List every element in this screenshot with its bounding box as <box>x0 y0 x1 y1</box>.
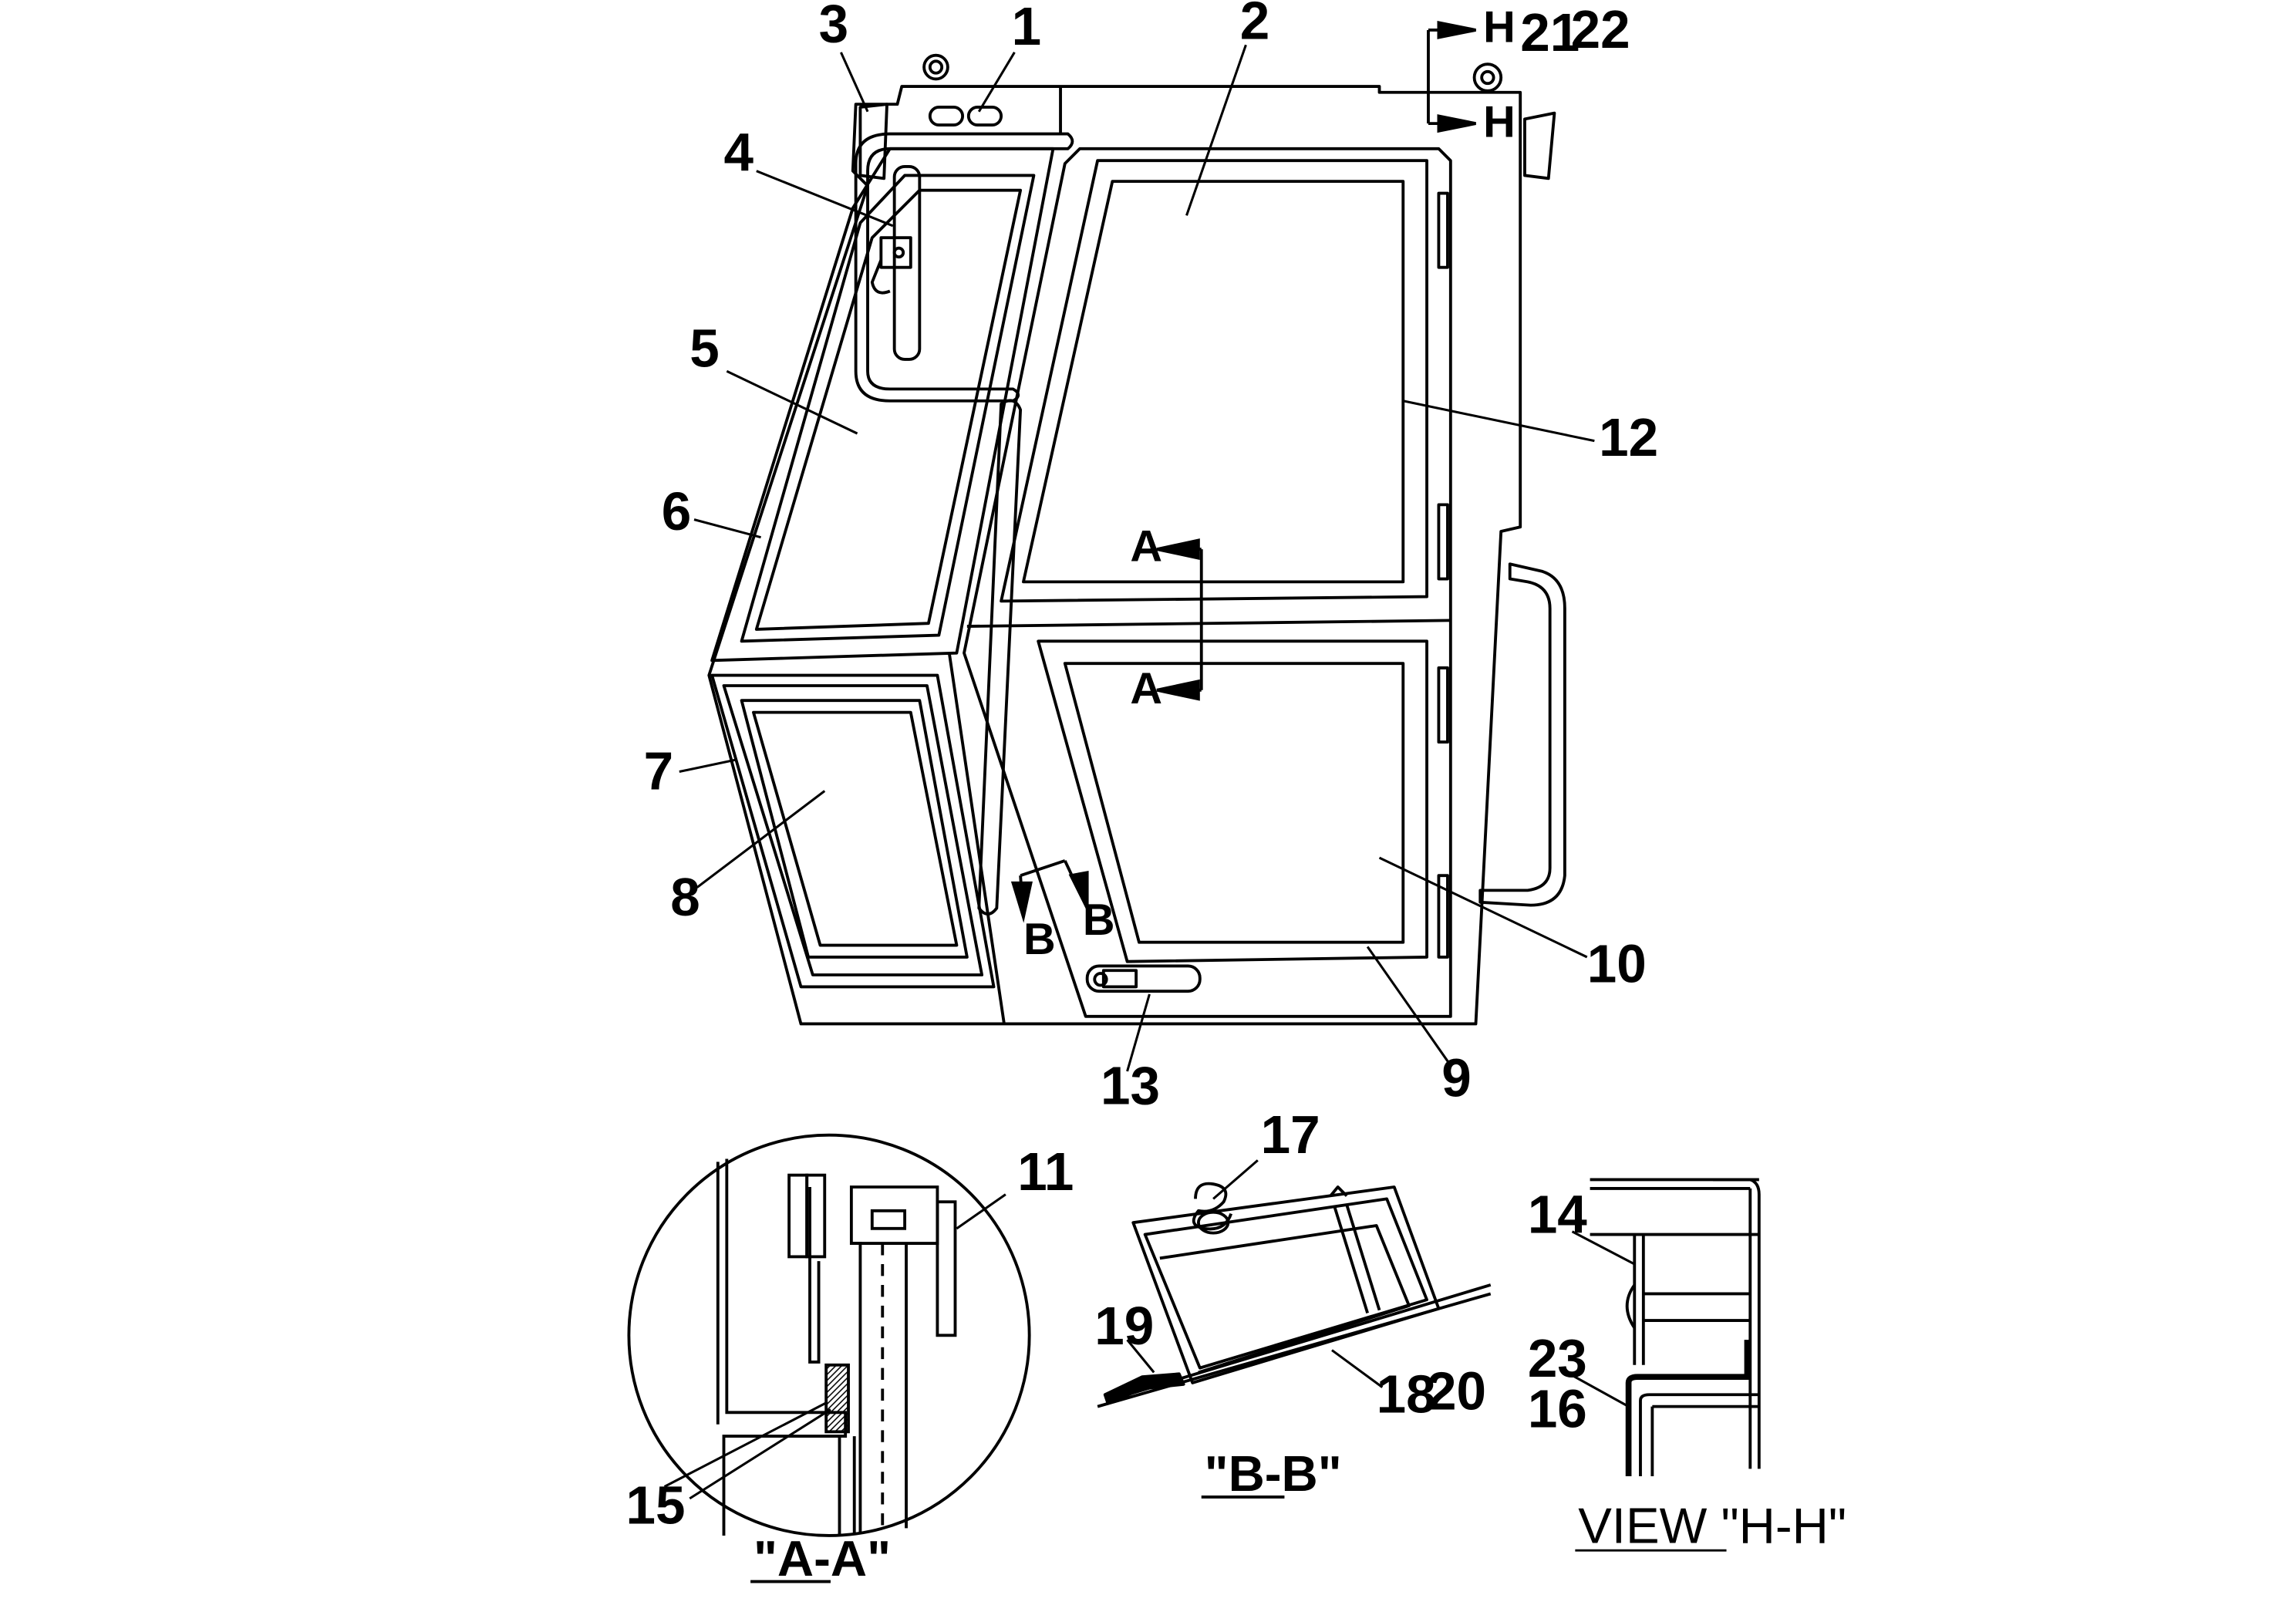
wiper-arm <box>892 164 922 361</box>
callout-21: 21 <box>1520 2 1580 62</box>
seal-15 <box>824 1363 850 1434</box>
section-letters: H H A A B B <box>1023 2 1515 964</box>
front-lower-window <box>740 699 969 959</box>
roof-vent-left <box>928 106 965 126</box>
work-lamp-left <box>858 103 888 180</box>
callout-11: 11 <box>1017 1141 1074 1202</box>
section-letter-a-top: A <box>1130 521 1162 571</box>
view-captions: "A-A" "B-B" VIEW "H-H" <box>750 1445 1846 1587</box>
seal-19 <box>1103 1372 1185 1405</box>
section-letter-h-top: H <box>1483 2 1515 52</box>
cab-body-outline <box>707 85 1522 1026</box>
section-letter-h-bottom: H <box>1483 97 1515 147</box>
front-grab-handle <box>854 132 1074 403</box>
caption-section-bb: "B-B" <box>1205 1445 1342 1502</box>
callout-15: 15 <box>626 1475 686 1536</box>
callout-23: 23 <box>1528 1328 1587 1388</box>
seal-17 <box>1192 1182 1233 1231</box>
callout-17: 17 <box>1261 1104 1320 1165</box>
caption-section-aa: "A-A" <box>754 1530 891 1587</box>
callout-13: 13 <box>1101 1055 1160 1115</box>
door-upper-window <box>1000 159 1428 603</box>
lifting-eye-right <box>1472 62 1503 93</box>
detail-view-hh <box>1590 1178 1761 1477</box>
seal-23 <box>1625 1340 1751 1477</box>
callout-19: 19 <box>1094 1296 1154 1356</box>
door-hinge-1 <box>1437 191 1449 269</box>
cab-left-side-panel-line <box>947 653 1006 1024</box>
door-hinge-4 <box>1437 874 1449 959</box>
front-lower-frame <box>710 673 996 989</box>
callout-6: 6 <box>662 481 691 541</box>
work-lamp-right <box>1523 111 1556 180</box>
door-outline <box>963 147 1452 1018</box>
callout-14: 14 <box>1528 1185 1587 1245</box>
section-letter-b-left: B <box>1023 915 1056 964</box>
callout-5: 5 <box>689 319 719 379</box>
door-handle <box>1085 964 1202 993</box>
callout-18: 18 <box>1377 1364 1436 1424</box>
callout-2: 2 <box>1240 0 1270 51</box>
callout-3: 3 <box>819 0 849 53</box>
lifting-eye-left <box>922 53 949 81</box>
callout-10: 10 <box>1587 934 1647 994</box>
callout-9: 9 <box>1441 1048 1472 1108</box>
leader-lines <box>663 44 1635 1500</box>
detail-section-bb <box>1097 1182 1492 1408</box>
detail-circle-aa <box>627 1133 1031 1537</box>
rear-grab-handle <box>1478 562 1566 907</box>
section-letter-a-bottom: A <box>1130 664 1162 713</box>
callout-22: 22 <box>1571 0 1630 59</box>
cab-main-view <box>707 53 1566 1026</box>
callout-20: 20 <box>1427 1361 1486 1421</box>
callout-7: 7 <box>644 741 673 801</box>
roof-vent-right <box>966 106 1003 126</box>
door-hinge-3 <box>1437 666 1449 744</box>
detail-section-aa <box>627 1133 1031 1537</box>
door-hinge-2 <box>1437 503 1449 581</box>
front-upper-window <box>740 174 1036 643</box>
callout-1: 1 <box>1012 0 1042 56</box>
callout-4: 4 <box>723 123 754 183</box>
caption-view-hh: VIEW "H-H" <box>1578 1498 1846 1554</box>
callout-12: 12 <box>1599 407 1658 467</box>
door-lower-window <box>1037 639 1428 963</box>
door-pillar-strip <box>977 399 1023 916</box>
callout-8: 8 <box>670 867 700 927</box>
callout-labels: 1 2 3 4 5 6 7 8 9 10 11 12 13 14 15 16 1… <box>626 0 1659 1536</box>
wiper-motor <box>879 236 912 269</box>
section-letter-b-right: B <box>1083 895 1115 945</box>
callout-16: 16 <box>1528 1379 1587 1439</box>
section-markers <box>1010 21 1476 923</box>
